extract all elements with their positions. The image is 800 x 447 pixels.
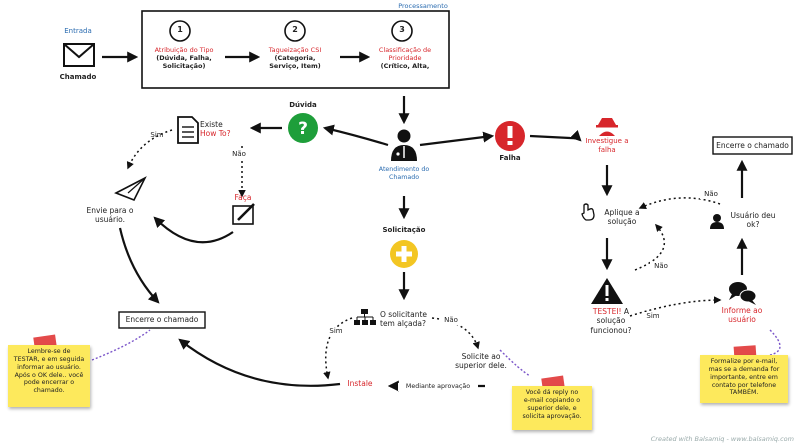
chamado-label: Chamado <box>59 73 97 81</box>
paper-plane-icon <box>114 176 147 202</box>
atendimento-label: Atendimento do Chamado <box>378 166 430 181</box>
arrow-alcada-sim <box>323 317 353 380</box>
link-note-middle <box>499 349 531 377</box>
solicitacao-label: Solicitação <box>382 226 426 234</box>
arrow-instale-to-encerre <box>178 338 341 387</box>
step-2-title: Tagueização CSI <box>268 46 322 54</box>
step-3-circle <box>391 20 413 42</box>
arrow-atendimento-to-falha <box>419 131 495 147</box>
arrow-falha-to-investigue <box>529 129 582 142</box>
note-middle: Você dá reply no e-mail copiando o super… <box>512 386 592 430</box>
exclamation-icon <box>495 121 525 151</box>
arrow-testei-sim <box>629 296 722 317</box>
arrow-envie-to-encerre <box>118 227 160 304</box>
encerre-right-label: Encerre o chamado <box>716 141 789 150</box>
note-left: Lembre-se de TESTAR, e em seguida inform… <box>8 345 90 407</box>
org-chart-icon <box>354 309 376 325</box>
investigue-label: Investigue a falha <box>585 137 629 154</box>
aplique-label: Aplique a solução <box>604 208 640 227</box>
document-icon <box>177 116 199 144</box>
instale-label: Instale <box>347 379 373 388</box>
hand-pointer-icon <box>581 203 595 221</box>
solicite-label: Solicite ao superior dele. <box>455 352 507 371</box>
usuario-deu-label: Usuário deu ok? <box>730 211 776 230</box>
link-note-left <box>91 329 151 361</box>
sim-2-label: Sim <box>326 327 346 336</box>
step-2-label: Tagueização CSI(Categoria,Serviço, Item) <box>256 46 334 70</box>
arrow-testei-nao <box>634 223 666 271</box>
step-3-number: 3 <box>399 25 405 34</box>
howto-text: How To? <box>200 129 231 139</box>
svg-text:?: ? <box>298 119 308 139</box>
nao-2-label: Não <box>440 316 462 325</box>
duvida-label: Dúvida <box>289 101 317 109</box>
step-1-detail: (Dúvida, Falha,Solicitação) <box>156 54 212 71</box>
envelope-icon <box>63 43 95 67</box>
informe-label: Informe ao usuário <box>721 306 763 325</box>
arrow-atendimento-to-duvida <box>322 124 389 147</box>
step-3-detail: (Crítico, Alta, <box>380 62 430 71</box>
existe-text: Existe <box>200 120 223 129</box>
faca-label: Faça <box>234 193 252 202</box>
mediante-label: Mediante aprovação <box>398 383 478 391</box>
link-note-right <box>769 329 781 356</box>
user-icon <box>710 214 724 229</box>
processamento-label: Processamento <box>398 2 448 10</box>
nao-3-label: Não <box>650 262 672 271</box>
step-1-label: Atribuição do Tipo(Dúvida, Falha,Solicit… <box>145 46 223 70</box>
plus-icon <box>390 240 418 268</box>
encerre-right-box <box>712 136 793 155</box>
step-2-detail: (Categoria,Serviço, Item) <box>269 54 321 71</box>
question-icon: ? <box>288 113 318 143</box>
warning-icon <box>591 278 623 304</box>
step-2-number: 2 <box>292 25 298 34</box>
step-2-circle <box>284 20 306 42</box>
arrow-usuario-nao <box>638 197 721 209</box>
entrada-label: Entrada <box>64 27 92 35</box>
chat-icon <box>729 282 757 305</box>
sim-3-label: Sim <box>643 312 663 321</box>
nao-1-label: Não <box>228 150 250 159</box>
footer-credit: Created with Balsamiq - www.balsamiq.com <box>650 435 794 443</box>
sim-1-label: Sim <box>150 131 164 139</box>
step-1-circle <box>169 20 191 42</box>
arrow-faca-to-envie <box>153 216 234 244</box>
falha-label: Falha <box>499 154 521 162</box>
note-right: Formalize por e-mail, mas se a demanda f… <box>700 355 788 403</box>
pencil-icon <box>232 203 255 225</box>
arrow-alcada-nao <box>431 317 480 350</box>
step-1-number: 1 <box>177 25 183 34</box>
spy-icon <box>596 118 618 136</box>
encerre-left-box <box>118 311 206 329</box>
alcada-question: O solicitante tem alçada? <box>380 310 428 329</box>
arrow-existe-sim <box>126 129 173 170</box>
encerre-left-label: Encerre o chamado <box>125 315 199 324</box>
step-1-title: Atribuição do Tipo <box>154 46 214 54</box>
testei-word: TESTEI! <box>592 307 622 316</box>
doctor-icon <box>391 129 417 161</box>
envie-label: Envie para o usuário. <box>86 206 134 225</box>
nao-4-label: Não <box>700 190 722 199</box>
